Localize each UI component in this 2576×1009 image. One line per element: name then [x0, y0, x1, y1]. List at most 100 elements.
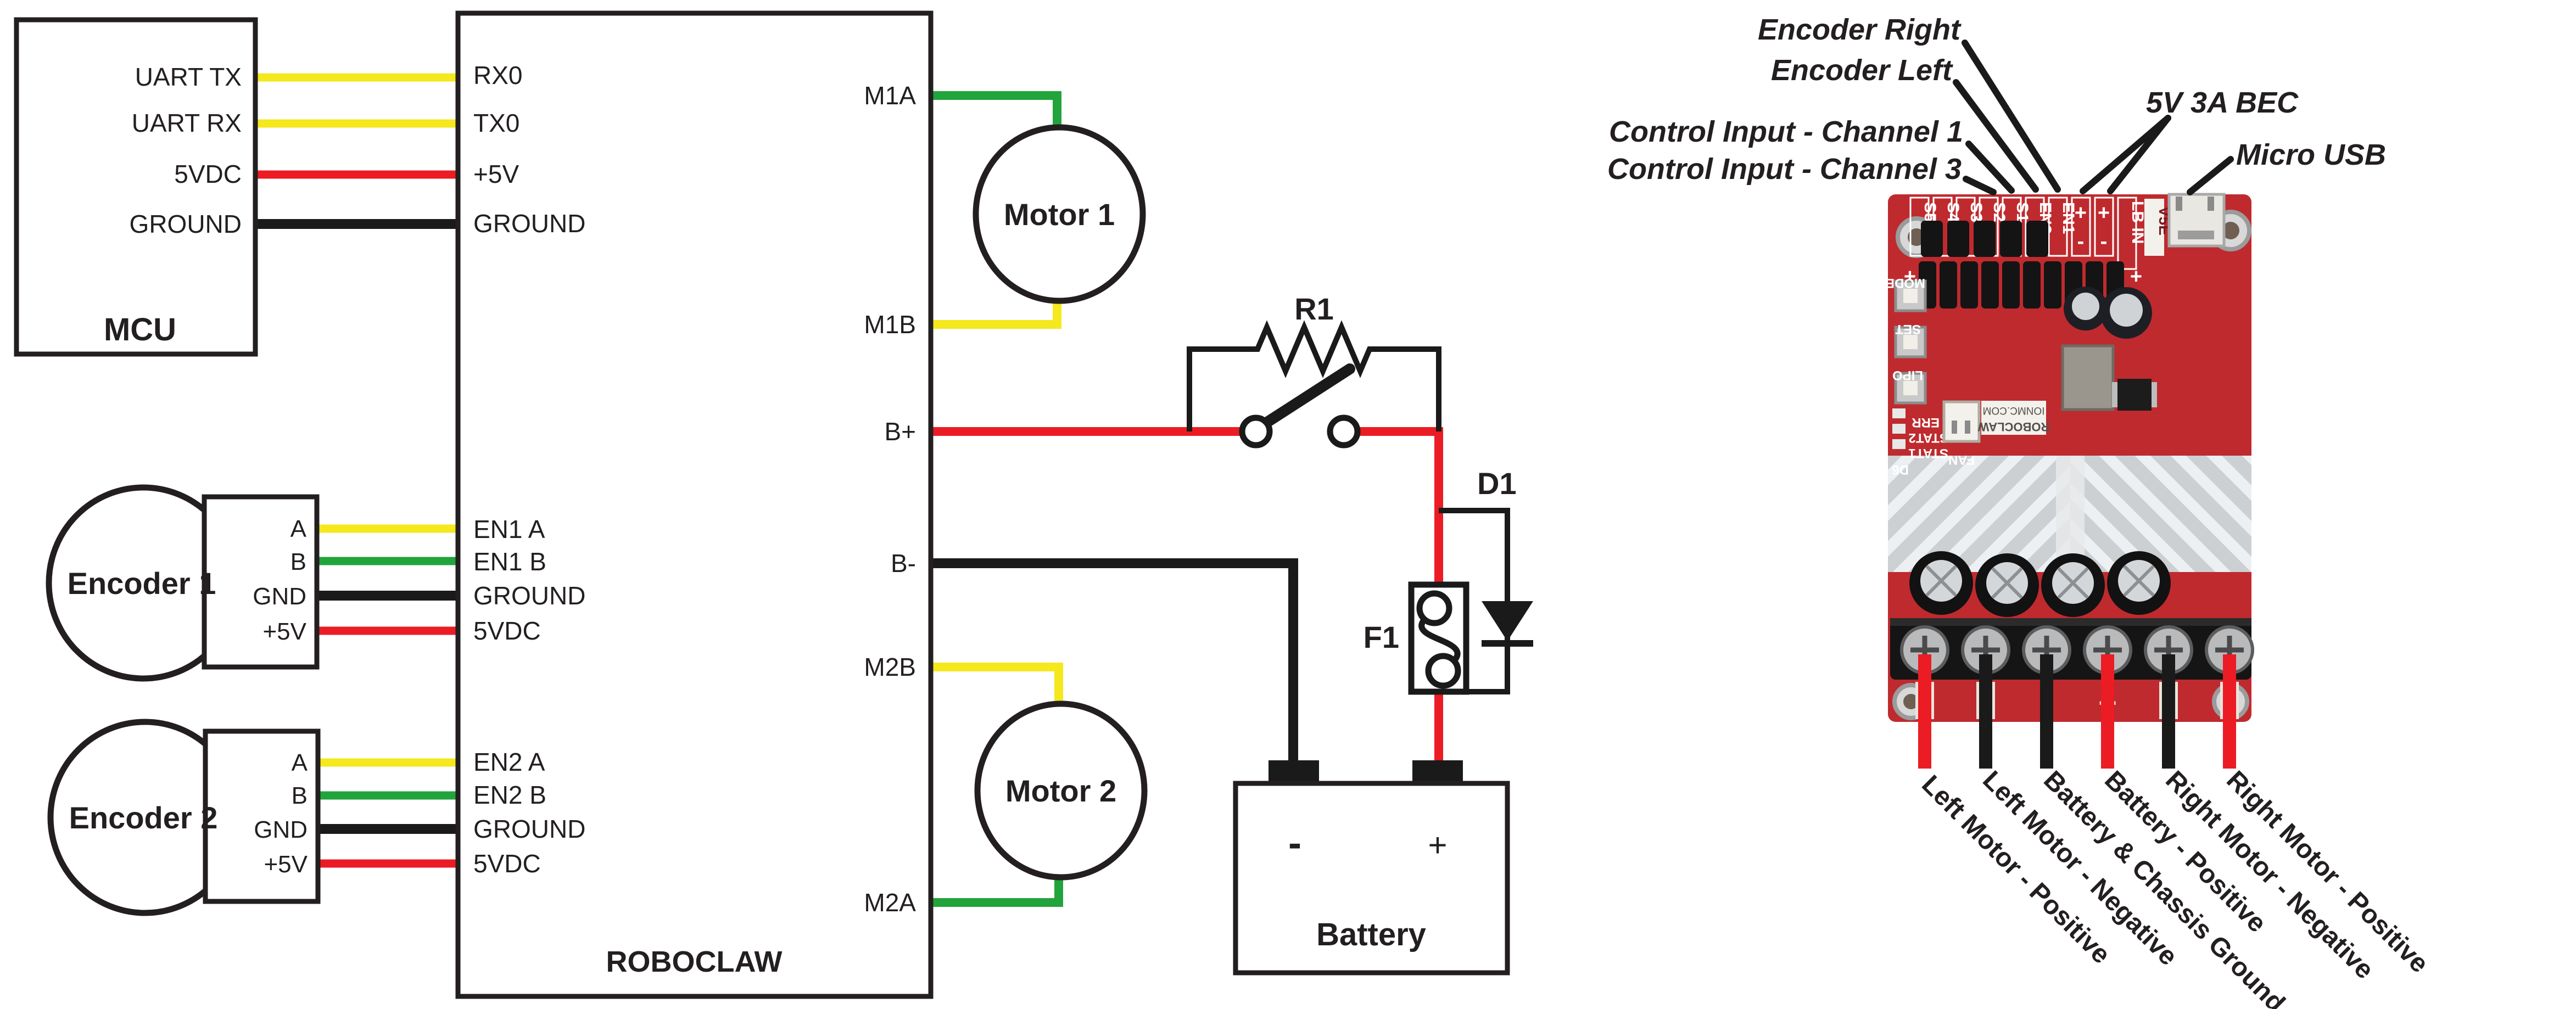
terminal-block — [1890, 618, 2254, 680]
silk-minus-2: - — [2100, 230, 2108, 253]
wire-b-minus — [931, 558, 1298, 765]
roboclaw-title: ROBOCLAW — [606, 945, 783, 978]
heatsink-left — [1888, 456, 2070, 572]
encoder-2: Encoder 2 A B GND +5V — [47, 719, 458, 916]
bottom-capacitors — [1909, 551, 2171, 617]
silk-lb-in: LB IN — [2128, 201, 2147, 244]
brand-ionmc: IONMC.COM — [1983, 405, 2045, 416]
wire-m2b — [931, 663, 1063, 708]
encoder-2-label: Encoder 2 — [69, 800, 218, 835]
silk-s1: S1 — [2013, 202, 2031, 222]
silk-s3: S3 — [1967, 202, 1985, 222]
header-row-1 — [1921, 221, 2048, 257]
motor-2: Motor 2 — [931, 663, 1148, 907]
hole-top-right-bore — [2222, 222, 2239, 239]
roboclaw-board-photo: S5 S4 S3 S2 S1 EN2 EN1 + - + - LB IN V5E — [1886, 193, 2254, 769]
fuse-f1-top-contact — [1416, 590, 1452, 626]
soic-legs-right — [2152, 382, 2157, 407]
encoder-1-label: Encoder 1 — [68, 566, 216, 601]
callout-line-bec-1 — [2080, 115, 2171, 194]
v5e-sticker — [2144, 199, 2164, 256]
stat2-label: STAT2 — [1909, 430, 1948, 445]
rc-pin-bminus: B- — [891, 549, 916, 578]
mode-button: MODE — [1886, 276, 1927, 312]
err-label: ERR — [1912, 415, 1940, 430]
battery-pos-terminal — [1412, 760, 1463, 784]
switch-contact-right — [1327, 414, 1361, 449]
encoder-2-pin-5v: +5V — [264, 851, 308, 878]
stat1-label: STAT1 — [1909, 446, 1948, 461]
mcu-box: UART TX UART RX 5VDC GROUND MCU — [14, 17, 258, 357]
rc-pin-rx0: RX0 — [473, 61, 522, 89]
callout-line-bec-2 — [2107, 115, 2171, 194]
battery-title: Battery — [1316, 917, 1426, 952]
diode-d1-label: D1 — [1477, 466, 1517, 501]
wire-m1b — [931, 298, 1061, 329]
rc-pin-gnd3: GROUND — [473, 815, 585, 843]
mcu-pin-ground: GROUND — [130, 210, 242, 238]
wire-m2a — [931, 874, 1063, 907]
lipo-button: LIPO — [1892, 368, 1927, 405]
motor-1-circle — [973, 124, 1146, 304]
rc-pin-m2b: M2B — [864, 653, 916, 681]
fan-label: FAN — [1948, 452, 1975, 467]
encoder-2-pin-a: A — [292, 749, 308, 776]
battery-pos-label: + — [1428, 827, 1447, 864]
encoder-1-connector — [202, 494, 320, 670]
silk-s2: S2 — [1990, 202, 2008, 222]
switch-lever — [1259, 363, 1355, 429]
terminal-wire-indicators — [1918, 654, 2236, 769]
cap-c20-top — [2072, 293, 2099, 320]
mcu-pin-uart-tx: UART TX — [135, 63, 242, 91]
silk-plus-1: + — [2075, 201, 2087, 225]
rc-pin-5vdc2: 5VDC — [473, 849, 541, 878]
motor-2-circle — [974, 700, 1148, 881]
callout-bec: 5V 3A BEC — [2146, 86, 2299, 119]
silk-plus-right: + — [2130, 265, 2142, 288]
battery-neg-terminal — [1269, 760, 1319, 784]
resistor-r1-loop — [1187, 320, 1441, 431]
resistor-r1-label: R1 — [1294, 292, 1334, 326]
d6-label: D6 — [1892, 462, 1909, 477]
hole-bottom-left-bore — [1903, 694, 1919, 709]
rc-pin-m1a: M1A — [864, 81, 916, 110]
set-label: SET — [1895, 322, 1921, 337]
rc-pin-gnd2: GROUND — [473, 581, 585, 610]
terminal-screws — [1900, 625, 2254, 675]
encoder-1-pin-5v: +5V — [262, 618, 306, 645]
heatsink-center — [2056, 456, 2085, 572]
inductor — [2061, 344, 2115, 411]
rc-pin-bplus: B+ — [884, 417, 916, 446]
callout-line-usb — [2187, 156, 2234, 195]
brand-sticker: ROBOCLAW IONMC.COM — [1977, 401, 2049, 435]
fan-connector: FAN — [1942, 400, 1981, 467]
battery-outline — [1233, 781, 1510, 976]
wire-m1a — [931, 91, 1061, 132]
encoder-1-pin-a: A — [290, 515, 307, 542]
callout-line-channel-3 — [1963, 176, 1997, 195]
mcu-roboclaw-wires — [255, 73, 458, 229]
board-callouts: Encoder Right Encoder Left Control Input… — [1607, 13, 2386, 195]
encoder-2-pin-gnd: GND — [254, 816, 308, 843]
encoder-1: Encoder 1 A B GND +5V — [46, 484, 458, 682]
fuse-f1-bottom-contact — [1425, 653, 1461, 689]
rc-pin-en1a: EN1 A — [473, 515, 545, 543]
heatsink-right — [2070, 456, 2251, 572]
brand-roboclaw: ROBOCLAW — [1977, 420, 2049, 434]
silk-en1: EN1 — [2059, 202, 2077, 234]
rc-pin-5v: +5V — [473, 160, 519, 188]
encoder-1-pin-gnd: GND — [253, 583, 306, 610]
soic-chip — [2117, 379, 2152, 411]
callout-line-channel-1 — [1965, 141, 2015, 194]
callout-micro-usb: Micro USB — [2236, 138, 2386, 171]
battery-neg-label: - — [1288, 821, 1301, 865]
mode-label: MODE — [1886, 276, 1925, 290]
silk-minus-1: - — [2077, 230, 2085, 253]
rc-pin-gnd1: GROUND — [473, 209, 585, 238]
lipo-label: LIPO — [1892, 368, 1923, 383]
callout-channel-1: Control Input - Channel 1 — [1609, 115, 1963, 148]
silk-plus-2: + — [2098, 201, 2110, 225]
cap-c21-top — [2110, 294, 2143, 327]
callout-channel-3: Control Input - Channel 3 — [1607, 153, 1962, 186]
